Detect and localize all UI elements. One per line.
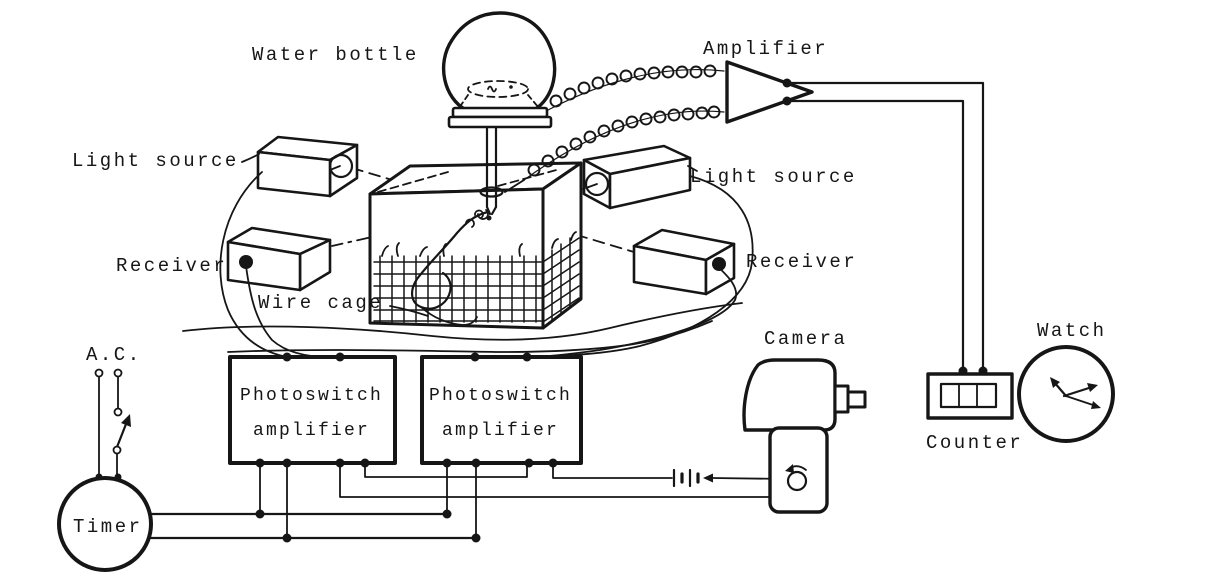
camera-supply-wire	[552, 462, 673, 479]
light-source-left-figure	[241, 135, 359, 198]
ac-supply-figure	[94, 368, 131, 481]
photoswitch-1-line1: Photoswitch	[240, 386, 383, 406]
light-source-right-figure	[582, 144, 698, 210]
lens-icon	[328, 153, 354, 179]
coiled-cable-lower	[504, 105, 725, 193]
photoswitch-2-line1: Photoswitch	[429, 386, 572, 406]
camera-return-wire	[339, 462, 813, 498]
receiver-left-figure	[226, 226, 332, 292]
amplifier-triangle	[725, 60, 814, 124]
watch-hand-2	[1062, 385, 1094, 398]
watch-label: Watch	[1037, 320, 1107, 342]
photoswitch-1-line2: amplifier	[253, 421, 370, 441]
mouse-figure	[411, 209, 490, 326]
light-source-left-label: Light source	[72, 150, 239, 172]
receiver-left-label: Receiver	[116, 255, 227, 277]
cage-mesh-front	[379, 255, 537, 323]
wire-cage-leader	[389, 305, 429, 317]
interbox-wire	[364, 462, 528, 478]
current-arrow-icon	[703, 473, 713, 483]
water-bottle-label: Water bottle	[252, 44, 419, 66]
control-wires	[147, 462, 813, 543]
receiver-terminal-dot	[239, 255, 253, 269]
camera-motor-icon	[786, 470, 808, 492]
watch-figure	[1017, 345, 1115, 443]
receiver-right-label: Receiver	[746, 251, 857, 273]
drinking-tube	[485, 125, 498, 209]
receiver-terminal-dot	[712, 257, 726, 271]
ac-label: A.C.	[86, 344, 142, 366]
timer-label: Timer	[73, 516, 143, 538]
label-leader	[687, 165, 698, 172]
receiver-right-figure	[632, 228, 736, 296]
counter-label: Counter	[926, 432, 1023, 454]
counter-figure	[926, 372, 1014, 420]
battery-icon	[672, 468, 700, 488]
camera-stand	[768, 426, 829, 514]
label-leader	[241, 153, 260, 163]
water-bottle-figure	[441, 11, 557, 221]
watch-hand-3	[1065, 395, 1097, 407]
photoswitch-2-line2: amplifier	[442, 421, 559, 441]
amplifier-figure	[725, 60, 814, 124]
camera-body	[742, 358, 837, 432]
lens-icon	[584, 171, 610, 197]
camera-figure	[742, 358, 867, 514]
amplifier-label: Amplifier	[703, 38, 828, 60]
diagram-labels: Water bottle Amplifier Light source Ligh…	[72, 38, 1107, 454]
water-level-ellipse	[467, 80, 529, 98]
wire-cage-figure	[368, 161, 583, 330]
wire-left-source	[219, 171, 288, 358]
camera-label: Camera	[764, 328, 847, 350]
wire-cage-label: Wire cage	[258, 292, 383, 314]
coiled-cable-upper	[547, 64, 725, 111]
water-drop	[486, 215, 492, 221]
light-source-right-label: Light source	[690, 166, 857, 188]
photoswitch-amplifier-2: Photoswitch amplifier	[420, 352, 583, 468]
camera-lens-icon	[846, 390, 867, 409]
counter-digits-window	[939, 382, 998, 409]
photoswitch-amplifier-1: Photoswitch amplifier	[228, 352, 397, 468]
timer-figure: Timer	[57, 476, 153, 572]
